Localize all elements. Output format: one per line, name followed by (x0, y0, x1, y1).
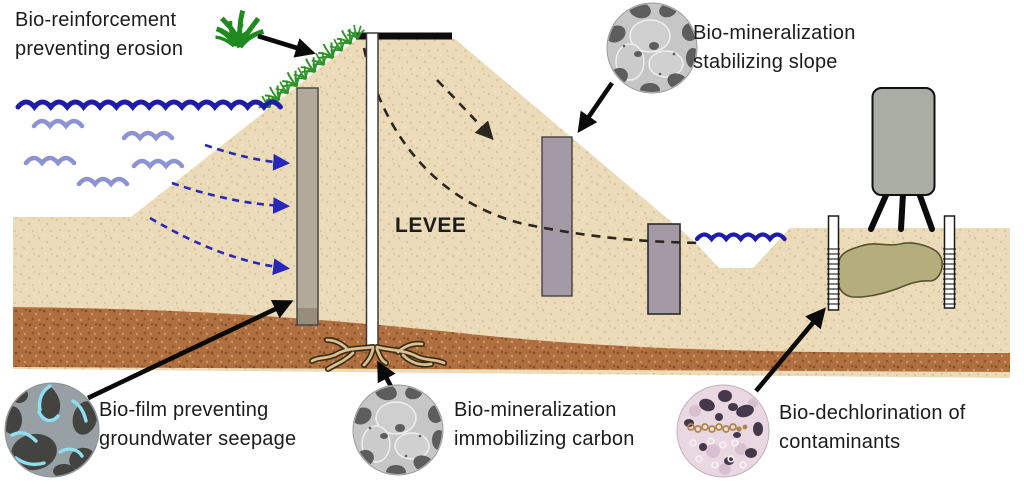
label-levee: LEVEE (395, 214, 467, 237)
microscopy-biofilm-icon (4, 382, 100, 478)
slip-surface-lines (362, 47, 702, 245)
grass-icon (211, 11, 263, 52)
injection-pipe (365, 32, 379, 348)
arrow-photo-to-column (577, 81, 614, 134)
water-surface-line (15, 99, 283, 111)
seepage-arrows (149, 143, 291, 276)
levee-body (13, 39, 1010, 378)
injection-well-right (943, 215, 956, 309)
wave-icons (23, 118, 185, 188)
slope-stabilization-column (541, 136, 573, 297)
label-bio-dechlorination: Bio-dechlorination of contaminants (779, 402, 966, 453)
ditch-water-line (694, 232, 787, 243)
microscopy-thin-section-icon (603, 0, 700, 97)
microscopy-dechlorination-icon (676, 384, 770, 478)
arrow-photo-to-well (754, 307, 826, 393)
arrow-grass-to-slope (257, 33, 316, 58)
toe-stabilization-column (647, 223, 681, 315)
treatment-tank-icon (868, 87, 936, 232)
contaminant-plume (837, 242, 944, 298)
arrow-biofilm-to-wall (87, 299, 294, 401)
biofilm-cutoff-wall (296, 87, 319, 326)
microscopy-thin-section-icon (349, 381, 446, 479)
crest-cap (356, 32, 452, 40)
label-bio-mineralization-carbon: Bio-mineralization immobilizing carbon (454, 399, 635, 450)
label-bio-film: Bio-film preventing groundwater seepage (99, 399, 297, 450)
label-bio-reinforcement: Bio-reinforcement preventing erosion (15, 9, 184, 60)
injection-well-left (827, 215, 840, 311)
label-bio-mineralization-slope: Bio-mineralization stabilizing slope (693, 22, 856, 73)
soil-layer (13, 307, 1010, 372)
